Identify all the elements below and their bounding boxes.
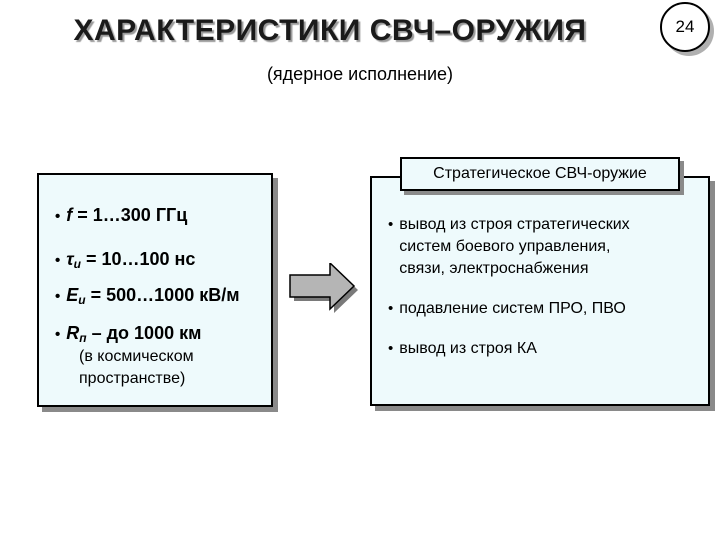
bullet-icon: • [55, 326, 61, 343]
param-symbol: E [66, 285, 79, 305]
parameters-panel: •f = 1…300 ГГц •τи = 10…100 нс •Eи = 500… [37, 173, 273, 407]
bullet-icon: • [388, 340, 394, 357]
page-number-badge: 24 [660, 2, 710, 52]
bullet-icon: • [55, 208, 61, 225]
bullet-icon: • [55, 252, 61, 269]
effects-panel: • вывод из строя стратегических систем б… [370, 176, 710, 406]
bullet-icon: • [388, 216, 394, 233]
param-pulse-duration: • τи = 10…100 нс [55, 249, 195, 271]
param-symbol: τ [66, 249, 74, 269]
param-value: – до 1000 км [86, 323, 202, 343]
param-subscript: и [73, 257, 81, 271]
effect-item: • вывод из строя стратегических систем б… [388, 214, 630, 280]
bullet-icon: • [388, 300, 394, 317]
param-value: = 10…100 нс [80, 249, 196, 269]
page-title: ХАРАКТЕРИСТИКИ СВЧ–ОРУЖИЯ [73, 14, 587, 47]
param-frequency: • f = 1…300 ГГц [55, 205, 187, 226]
note-line: (в космическом [79, 348, 194, 365]
effect-line: подавление систем ПРО, ПВО [399, 300, 626, 317]
effect-item: • вывод из строя КА [388, 338, 537, 360]
strategic-weapon-label: Стратегическое СВЧ-оружие [400, 157, 680, 191]
right-arrow-icon [289, 263, 358, 313]
param-subscript: п [79, 331, 87, 345]
param-subscript: и [78, 293, 86, 307]
bullet-icon: • [55, 288, 61, 305]
param-value: = 500…1000 кВ/м [85, 285, 240, 305]
range-note: (в космическом пространстве) [79, 346, 194, 390]
param-field-strength: • Eи = 500…1000 кВ/м [55, 285, 240, 307]
param-symbol: R [66, 323, 80, 343]
effect-line: связи, электроснабжения [399, 260, 589, 277]
param-range: • Rп – до 1000 км [55, 323, 201, 345]
effect-line: вывод из строя стратегических [399, 216, 630, 233]
page-subtitle: (ядерное исполнение) [266, 64, 454, 84]
effect-line: вывод из строя КА [399, 340, 537, 357]
param-symbol: f [66, 205, 73, 225]
note-line: пространстве) [79, 370, 186, 387]
effect-line: систем боевого управления, [399, 238, 611, 255]
param-value: = 1…300 ГГц [72, 205, 188, 225]
effect-item: • подавление систем ПРО, ПВО [388, 298, 626, 320]
